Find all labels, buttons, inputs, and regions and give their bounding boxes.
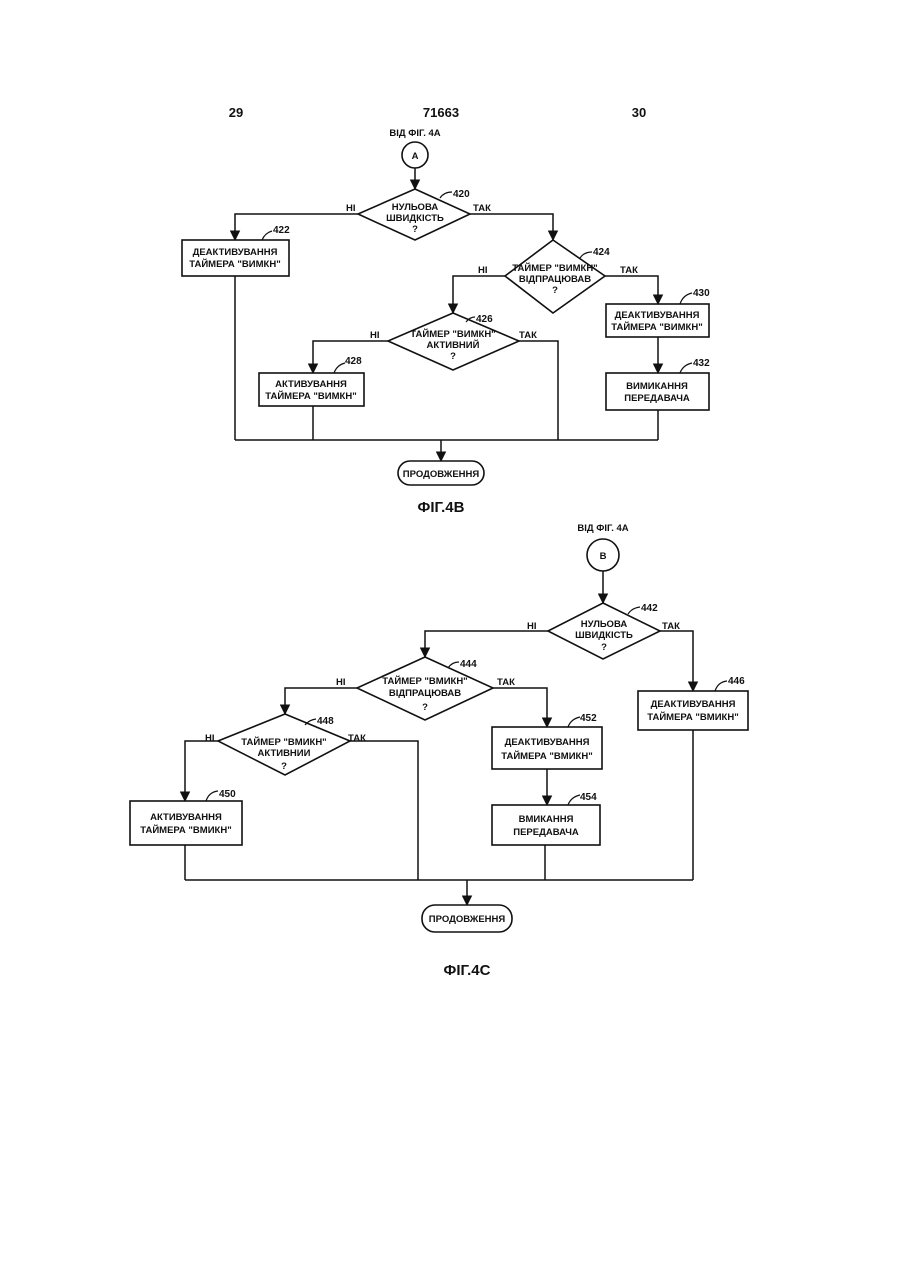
ref-430: 430 bbox=[693, 288, 710, 299]
ref-428: 428 bbox=[345, 356, 362, 367]
decision-444-yes: ТАК bbox=[497, 677, 515, 688]
page-number-right: 30 bbox=[632, 105, 646, 120]
box-446-line1: ДЕАКТИВУВАННЯ bbox=[651, 699, 736, 710]
ref-448: 448 bbox=[317, 716, 334, 727]
decision-442-no: НІ bbox=[527, 621, 537, 632]
decision-424-line2: ВІДПРАЦЮВАВ bbox=[519, 274, 591, 285]
decision-424-no: НІ bbox=[478, 265, 488, 276]
decision-424-line1: ТАЙМЕР "ВИМКН" bbox=[512, 262, 597, 274]
ref-442: 442 bbox=[641, 603, 658, 614]
box-430-line2: ТАЙМЕРА "ВИМКН" bbox=[611, 321, 702, 333]
from-fig-4a-label-4c: ВІД ФІГ. 4А bbox=[577, 523, 628, 534]
from-fig-4a-label: ВІД ФІГ. 4А bbox=[389, 128, 440, 139]
decision-426-line1: ТАЙМЕР "ВИМКН" bbox=[410, 328, 495, 340]
decision-426-line3: ? bbox=[450, 351, 456, 362]
ref-452: 452 bbox=[580, 713, 597, 724]
box-452-line2: ТАЙМЕРА "ВМИКН" bbox=[501, 750, 592, 762]
decision-444-line2: ВІДПРАЦЮВАВ bbox=[389, 688, 461, 699]
terminal-continue-4c-label: ПРОДОВЖЕННЯ bbox=[429, 914, 506, 925]
decision-424-line3: ? bbox=[552, 285, 558, 296]
box-450-line2: ТАЙМЕРА "ВМИКН" bbox=[140, 824, 231, 836]
decision-420-yes: ТАК bbox=[473, 203, 491, 214]
decision-420-line2: ШВИДКІСТЬ bbox=[386, 213, 444, 224]
box-422-line2: ТАЙМЕРА "ВИМКН" bbox=[189, 258, 280, 270]
ref-446: 446 bbox=[728, 676, 745, 687]
decision-448-no: НІ bbox=[205, 733, 215, 744]
box-454-line2: ПЕРЕДАВАЧА bbox=[513, 827, 579, 838]
box-454-line1: ВМИКАННЯ bbox=[519, 814, 574, 825]
decision-426-no: НІ bbox=[370, 330, 380, 341]
figure-4c: ВІД ФІГ. 4А B НУЛЬОВА ШВИДКІСТЬ ? 442 НІ… bbox=[130, 523, 748, 979]
box-454-transmitter-on bbox=[492, 805, 600, 845]
figure-caption-4c: ФІГ.4С bbox=[444, 962, 491, 979]
decision-442-line3: ? bbox=[601, 642, 607, 653]
ref-432: 432 bbox=[693, 358, 710, 369]
decision-420-no: НІ bbox=[346, 203, 356, 214]
decision-448-line2: АКТИВНИИ bbox=[258, 748, 311, 759]
ref-422: 422 bbox=[273, 225, 290, 236]
box-446-line2: ТАЙМЕРА "ВМИКН" bbox=[647, 711, 738, 723]
figure-4b: ВІД ФІГ. 4А A НУЛЬОВА ШВИДКІСТЬ ? 420 НІ… bbox=[182, 128, 710, 516]
page-number-left: 29 bbox=[229, 105, 243, 120]
box-428-line1: АКТИВУВАННЯ bbox=[275, 379, 347, 390]
decision-420-line3: ? bbox=[412, 224, 418, 235]
ref-424: 424 bbox=[593, 247, 610, 258]
box-452-line1: ДЕАКТИВУВАННЯ bbox=[505, 737, 590, 748]
box-450-line1: АКТИВУВАННЯ bbox=[150, 812, 222, 823]
box-422-line1: ДЕАКТИВУВАННЯ bbox=[193, 247, 278, 258]
decision-444-no: НІ bbox=[336, 677, 346, 688]
terminal-continue-4b-label: ПРОДОВЖЕННЯ bbox=[403, 469, 480, 480]
ref-450: 450 bbox=[219, 789, 236, 800]
decision-420-line1: НУЛЬОВА bbox=[392, 202, 439, 213]
decision-448-yes: ТАК bbox=[348, 733, 366, 744]
ref-454: 454 bbox=[580, 792, 597, 803]
ref-426: 426 bbox=[476, 314, 493, 325]
box-432-line1: ВИМИКАННЯ bbox=[626, 381, 688, 392]
ref-444: 444 bbox=[460, 659, 477, 670]
decision-426-line2: АКТИВНИЙ bbox=[427, 339, 480, 351]
box-450-activate-on-timer bbox=[130, 801, 242, 845]
decision-424-yes: ТАК bbox=[620, 265, 638, 276]
decision-442-line1: НУЛЬОВА bbox=[581, 619, 628, 630]
decision-448-line1: ТАЙМЕР "ВМИКН" bbox=[241, 736, 326, 748]
box-422-deactivate-off-timer bbox=[182, 240, 289, 276]
decision-444-line1: ТАЙМЕР "ВМИКН" bbox=[382, 675, 467, 687]
decision-442-yes: ТАК bbox=[662, 621, 680, 632]
connector-b-label: B bbox=[600, 551, 607, 562]
box-430-line1: ДЕАКТИВУВАННЯ bbox=[615, 310, 700, 321]
connector-a-label: A bbox=[412, 151, 419, 162]
figure-caption-4b: ФІГ.4В bbox=[418, 499, 465, 516]
box-446-deactivate-on-timer bbox=[638, 691, 748, 730]
decision-448-line3: ? bbox=[281, 761, 287, 772]
decision-442-line2: ШВИДКІСТЬ bbox=[575, 630, 633, 641]
decision-444-line3: ? bbox=[422, 702, 428, 713]
box-452-deactivate-on-timer bbox=[492, 727, 602, 769]
box-432-line2: ПЕРЕДАВАЧА bbox=[624, 393, 690, 404]
box-428-line2: ТАЙМЕРА "ВИМКН" bbox=[265, 390, 356, 402]
patent-number: 71663 bbox=[423, 105, 459, 120]
decision-426-yes: ТАК bbox=[519, 330, 537, 341]
ref-420: 420 bbox=[453, 189, 470, 200]
